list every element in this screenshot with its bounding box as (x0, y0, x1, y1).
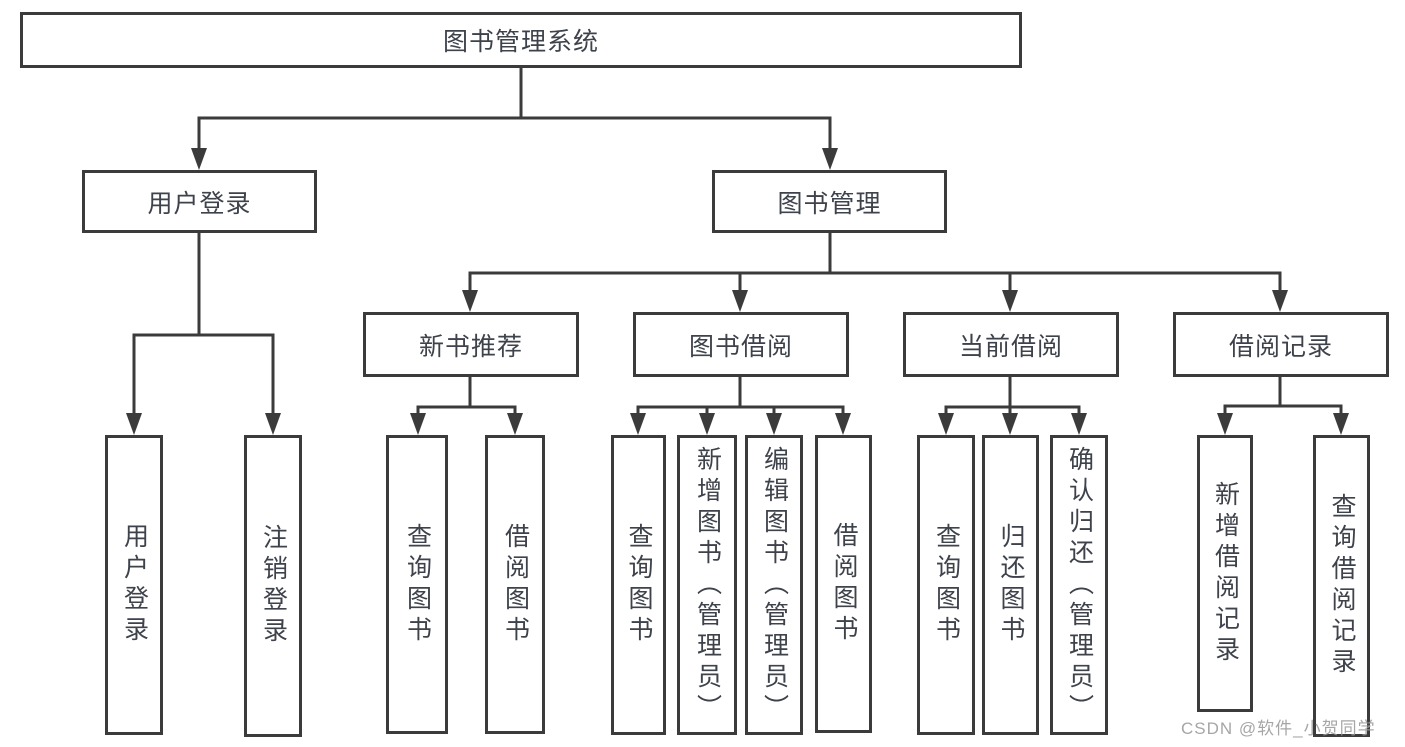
node-book-management: 图书管理 (712, 170, 947, 233)
leaf-edit-books-admin-label: 编辑图书（管理员） (760, 445, 789, 725)
leaf-logout: 注销登录 (244, 435, 302, 737)
leaf-user-login-label: 用户登录 (120, 523, 149, 647)
leaf-query-borrow-record: 查询借阅记录 (1313, 435, 1370, 737)
leaf-query-books-recommend-label: 查询图书 (403, 522, 432, 647)
node-current-borrowing: 当前借阅 (903, 312, 1119, 377)
leaf-query-books-borrowing-label: 查询图书 (625, 523, 653, 647)
leaf-borrow-books: 借阅图书 (815, 435, 872, 733)
leaf-add-borrow-record: 新增借阅记录 (1197, 435, 1253, 712)
leaf-user-login: 用户登录 (105, 435, 163, 735)
node-root-label: 图书管理系统 (442, 28, 599, 56)
leaf-edit-books-admin: 编辑图书（管理员） (745, 435, 803, 735)
leaf-query-borrow-record-label: 查询借阅记录 (1328, 493, 1356, 679)
leaf-add-books-admin: 新增图书（管理员） (677, 435, 737, 735)
leaf-borrow-books-label: 借阅图书 (830, 522, 858, 646)
node-borrowing-records: 借阅记录 (1173, 312, 1389, 377)
node-borrowing-records-label: 借阅记录 (1228, 332, 1333, 361)
node-book-borrowing-label: 图书借阅 (688, 332, 793, 361)
node-root: 图书管理系统 (20, 12, 1022, 68)
node-book-borrowing: 图书借阅 (633, 312, 849, 377)
leaf-return-books: 归还图书 (982, 435, 1039, 735)
leaf-query-books-current-label: 查询图书 (932, 523, 961, 647)
leaf-borrow-books-recommend-label: 借阅图书 (501, 522, 530, 647)
leaf-borrow-books-recommend: 借阅图书 (485, 435, 545, 734)
leaf-logout-label: 注销登录 (259, 524, 288, 648)
leaf-query-books-borrowing: 查询图书 (611, 435, 666, 735)
node-user-login: 用户登录 (82, 170, 317, 233)
node-current-borrowing-label: 当前借阅 (958, 332, 1063, 361)
node-new-book-recommend-label: 新书推荐 (418, 332, 523, 361)
leaf-confirm-return-admin: 确认归还（管理员） (1050, 435, 1108, 735)
csdn-watermark: CSDN @软件_小贺同学 (1181, 719, 1376, 738)
leaf-add-books-admin-label: 新增图书（管理员） (693, 445, 722, 725)
leaf-return-books-label: 归还图书 (997, 523, 1025, 647)
node-new-book-recommend: 新书推荐 (363, 312, 579, 377)
node-user-login-label: 用户登录 (147, 189, 252, 218)
node-book-management-label: 图书管理 (777, 189, 882, 218)
leaf-confirm-return-admin-label: 确认归还（管理员） (1065, 445, 1094, 725)
leaf-query-books-recommend: 查询图书 (386, 435, 448, 734)
leaf-query-books-current: 查询图书 (917, 435, 975, 735)
leaf-add-borrow-record-label: 新增借阅记录 (1211, 480, 1240, 667)
